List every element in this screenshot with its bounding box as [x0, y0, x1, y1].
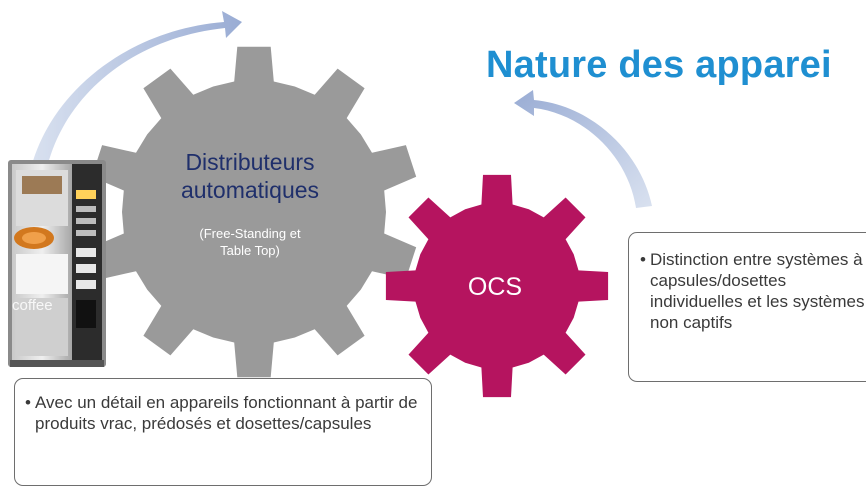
- gear-large-label-line1: Distributeurs: [185, 149, 315, 175]
- gear-large-label: Distributeurs automatiques: [130, 148, 370, 204]
- gear-large-sublabel-line1: (Free-Standing et: [199, 226, 301, 241]
- gear-large: [91, 46, 417, 378]
- bullet: •: [640, 250, 646, 269]
- info-box-right-text: Distinction entre systèmes à capsules/do…: [650, 250, 865, 332]
- gear-large-sublabel: (Free-Standing et Table Top): [150, 225, 350, 259]
- info-box-bottom-text: Avec un détail en appareils fonctionnant…: [35, 393, 418, 433]
- info-box-right: • Distinction entre systèmes à capsules/…: [628, 232, 866, 382]
- machine-label: coffee: [12, 297, 53, 314]
- curved-arrow-right: [514, 90, 652, 208]
- curved-arrow-top: [30, 11, 242, 172]
- page-title: Nature des apparei: [486, 44, 832, 86]
- gear-large-label-line2: automatiques: [180, 177, 320, 203]
- gear-small-label: OCS: [467, 273, 523, 301]
- gear-large-sublabel-line2: Table Top): [220, 243, 280, 258]
- gear-small: [385, 174, 609, 398]
- info-box-bottom: • Avec un détail en appareils fonctionna…: [14, 378, 432, 486]
- vending-machine-icon: [8, 160, 106, 367]
- bullet: •: [25, 393, 31, 412]
